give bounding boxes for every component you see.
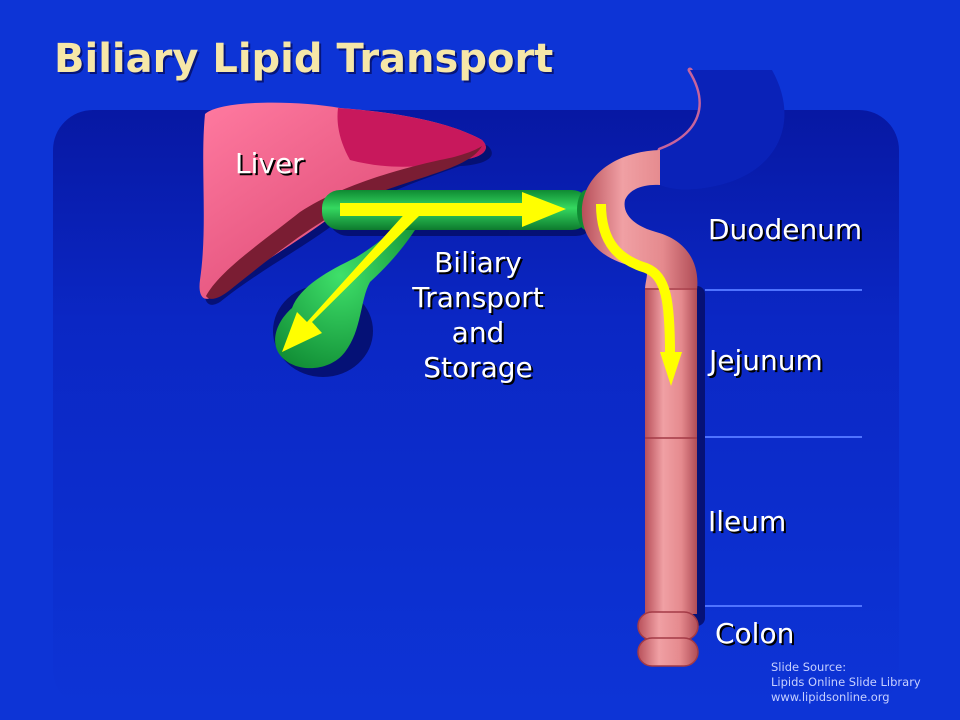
section-dividers: [705, 289, 862, 607]
liver-underside: [206, 146, 482, 299]
stomach-outline: [657, 67, 704, 153]
source-line-3: www.lipidsonline.org: [771, 690, 890, 704]
label-biliary-line-3: and: [451, 316, 505, 349]
label-duodenum: Duodenum: [708, 213, 863, 246]
label-ileum: Ileum: [708, 505, 787, 538]
slide-source: Slide Source: Lipids Online Slide Librar…: [771, 660, 921, 705]
label-jejunum: Jejunum: [709, 344, 823, 377]
source-line-1: Slide Source:: [771, 660, 847, 674]
label-biliary-line-4: Storage: [423, 351, 533, 384]
label-liver: Liver: [235, 147, 304, 180]
label-biliary-line-1: Biliary: [434, 246, 522, 279]
arrow-to-duodenum: [522, 192, 566, 227]
arrow-head-jejunum: [660, 352, 682, 386]
source-line-2: Lipids Online Slide Library: [771, 675, 921, 689]
label-biliary-transport: Biliary Transport and Storage: [395, 245, 561, 385]
label-colon: Colon: [715, 617, 795, 650]
liver-right-lobe: [337, 108, 486, 167]
label-biliary-line-2: Transport: [412, 281, 544, 314]
arrow-to-gallbladder: [282, 208, 420, 352]
colon-segment-1: [637, 611, 699, 641]
stomach-shade: [660, 70, 785, 190]
slide-title: Biliary Lipid Transport: [54, 36, 554, 82]
arrow-through-duodenum: [596, 203, 675, 356]
flow-arrows: [282, 192, 566, 352]
duodenum-shape: [581, 150, 698, 290]
colon-segment-2: [637, 637, 699, 667]
